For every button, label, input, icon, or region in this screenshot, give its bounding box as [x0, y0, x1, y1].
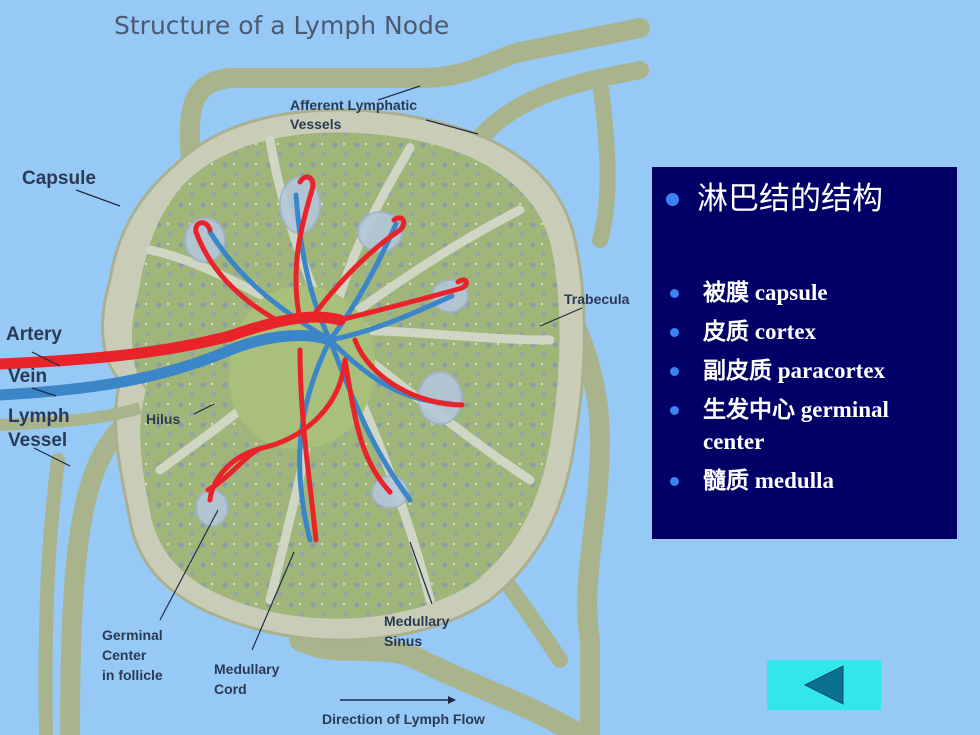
- leader-lines: [31, 85, 583, 651]
- panel-heading: 淋巴结的结构: [666, 179, 941, 219]
- back-button[interactable]: [767, 660, 881, 710]
- efferent-lymph-vessel: [0, 402, 142, 431]
- label-germinal: Germinal: [102, 627, 163, 643]
- label-afferent-lymphatic: Afferent Lymphatic: [290, 97, 417, 113]
- label-vessels: Vessels: [290, 116, 342, 132]
- label-medullary-sinus-2: Sinus: [384, 633, 422, 649]
- bullet-icon: [666, 192, 679, 206]
- bullet-icon: [670, 367, 679, 376]
- label-in-follicle: in follicle: [102, 667, 163, 683]
- list-item-text: 副皮质 paracortex: [703, 358, 886, 383]
- label-vessel: Vessel: [8, 430, 67, 451]
- list-item: 副皮质 paracortex: [666, 355, 941, 387]
- diagram-title: Structure of a Lymph Node: [114, 11, 449, 40]
- bullet-icon: [670, 477, 679, 486]
- list-item-text: 生发中心 germinal center: [703, 397, 889, 454]
- list-item: 生发中心 germinal center: [666, 394, 941, 458]
- list-item: 髓质 medulla: [666, 465, 941, 497]
- label-hilus: Hilus: [146, 411, 180, 427]
- list-item-text: 髓质 medulla: [703, 468, 834, 493]
- artery-branches: [0, 174, 469, 543]
- panel-heading-text: 淋巴结的结构: [697, 181, 883, 217]
- bullet-icon: [670, 406, 679, 415]
- bullet-icon: [670, 289, 679, 298]
- vein-branches: [0, 192, 455, 543]
- label-vein: Vein: [8, 366, 47, 387]
- bullet-icon: [670, 328, 679, 337]
- label-center: Center: [102, 647, 147, 663]
- label-lymph: Lymph: [8, 406, 70, 427]
- list-item-text: 皮质 cortex: [703, 319, 817, 344]
- direction-arrow: [340, 696, 456, 704]
- list-item: 皮质 cortex: [666, 316, 941, 348]
- structure-list: 被膜 capsule 皮质 cortex 副皮质 paracortex 生发中心…: [666, 277, 941, 497]
- triangle-left-icon: [803, 665, 844, 705]
- structure-panel: 淋巴结的结构 被膜 capsule 皮质 cortex 副皮质 paracort…: [652, 167, 957, 539]
- label-medullary-cord-1: Medullary: [214, 661, 280, 677]
- list-item: 被膜 capsule: [666, 277, 941, 309]
- label-medullary-sinus-1: Medullary: [384, 613, 450, 629]
- label-medullary-cord-2: Cord: [214, 681, 247, 697]
- label-trabecula: Trabecula: [564, 291, 630, 307]
- label-direction: Direction of Lymph Flow: [322, 711, 485, 727]
- list-item-text: 被膜 capsule: [703, 280, 828, 305]
- label-capsule: Capsule: [22, 168, 96, 189]
- label-artery: Artery: [6, 324, 62, 345]
